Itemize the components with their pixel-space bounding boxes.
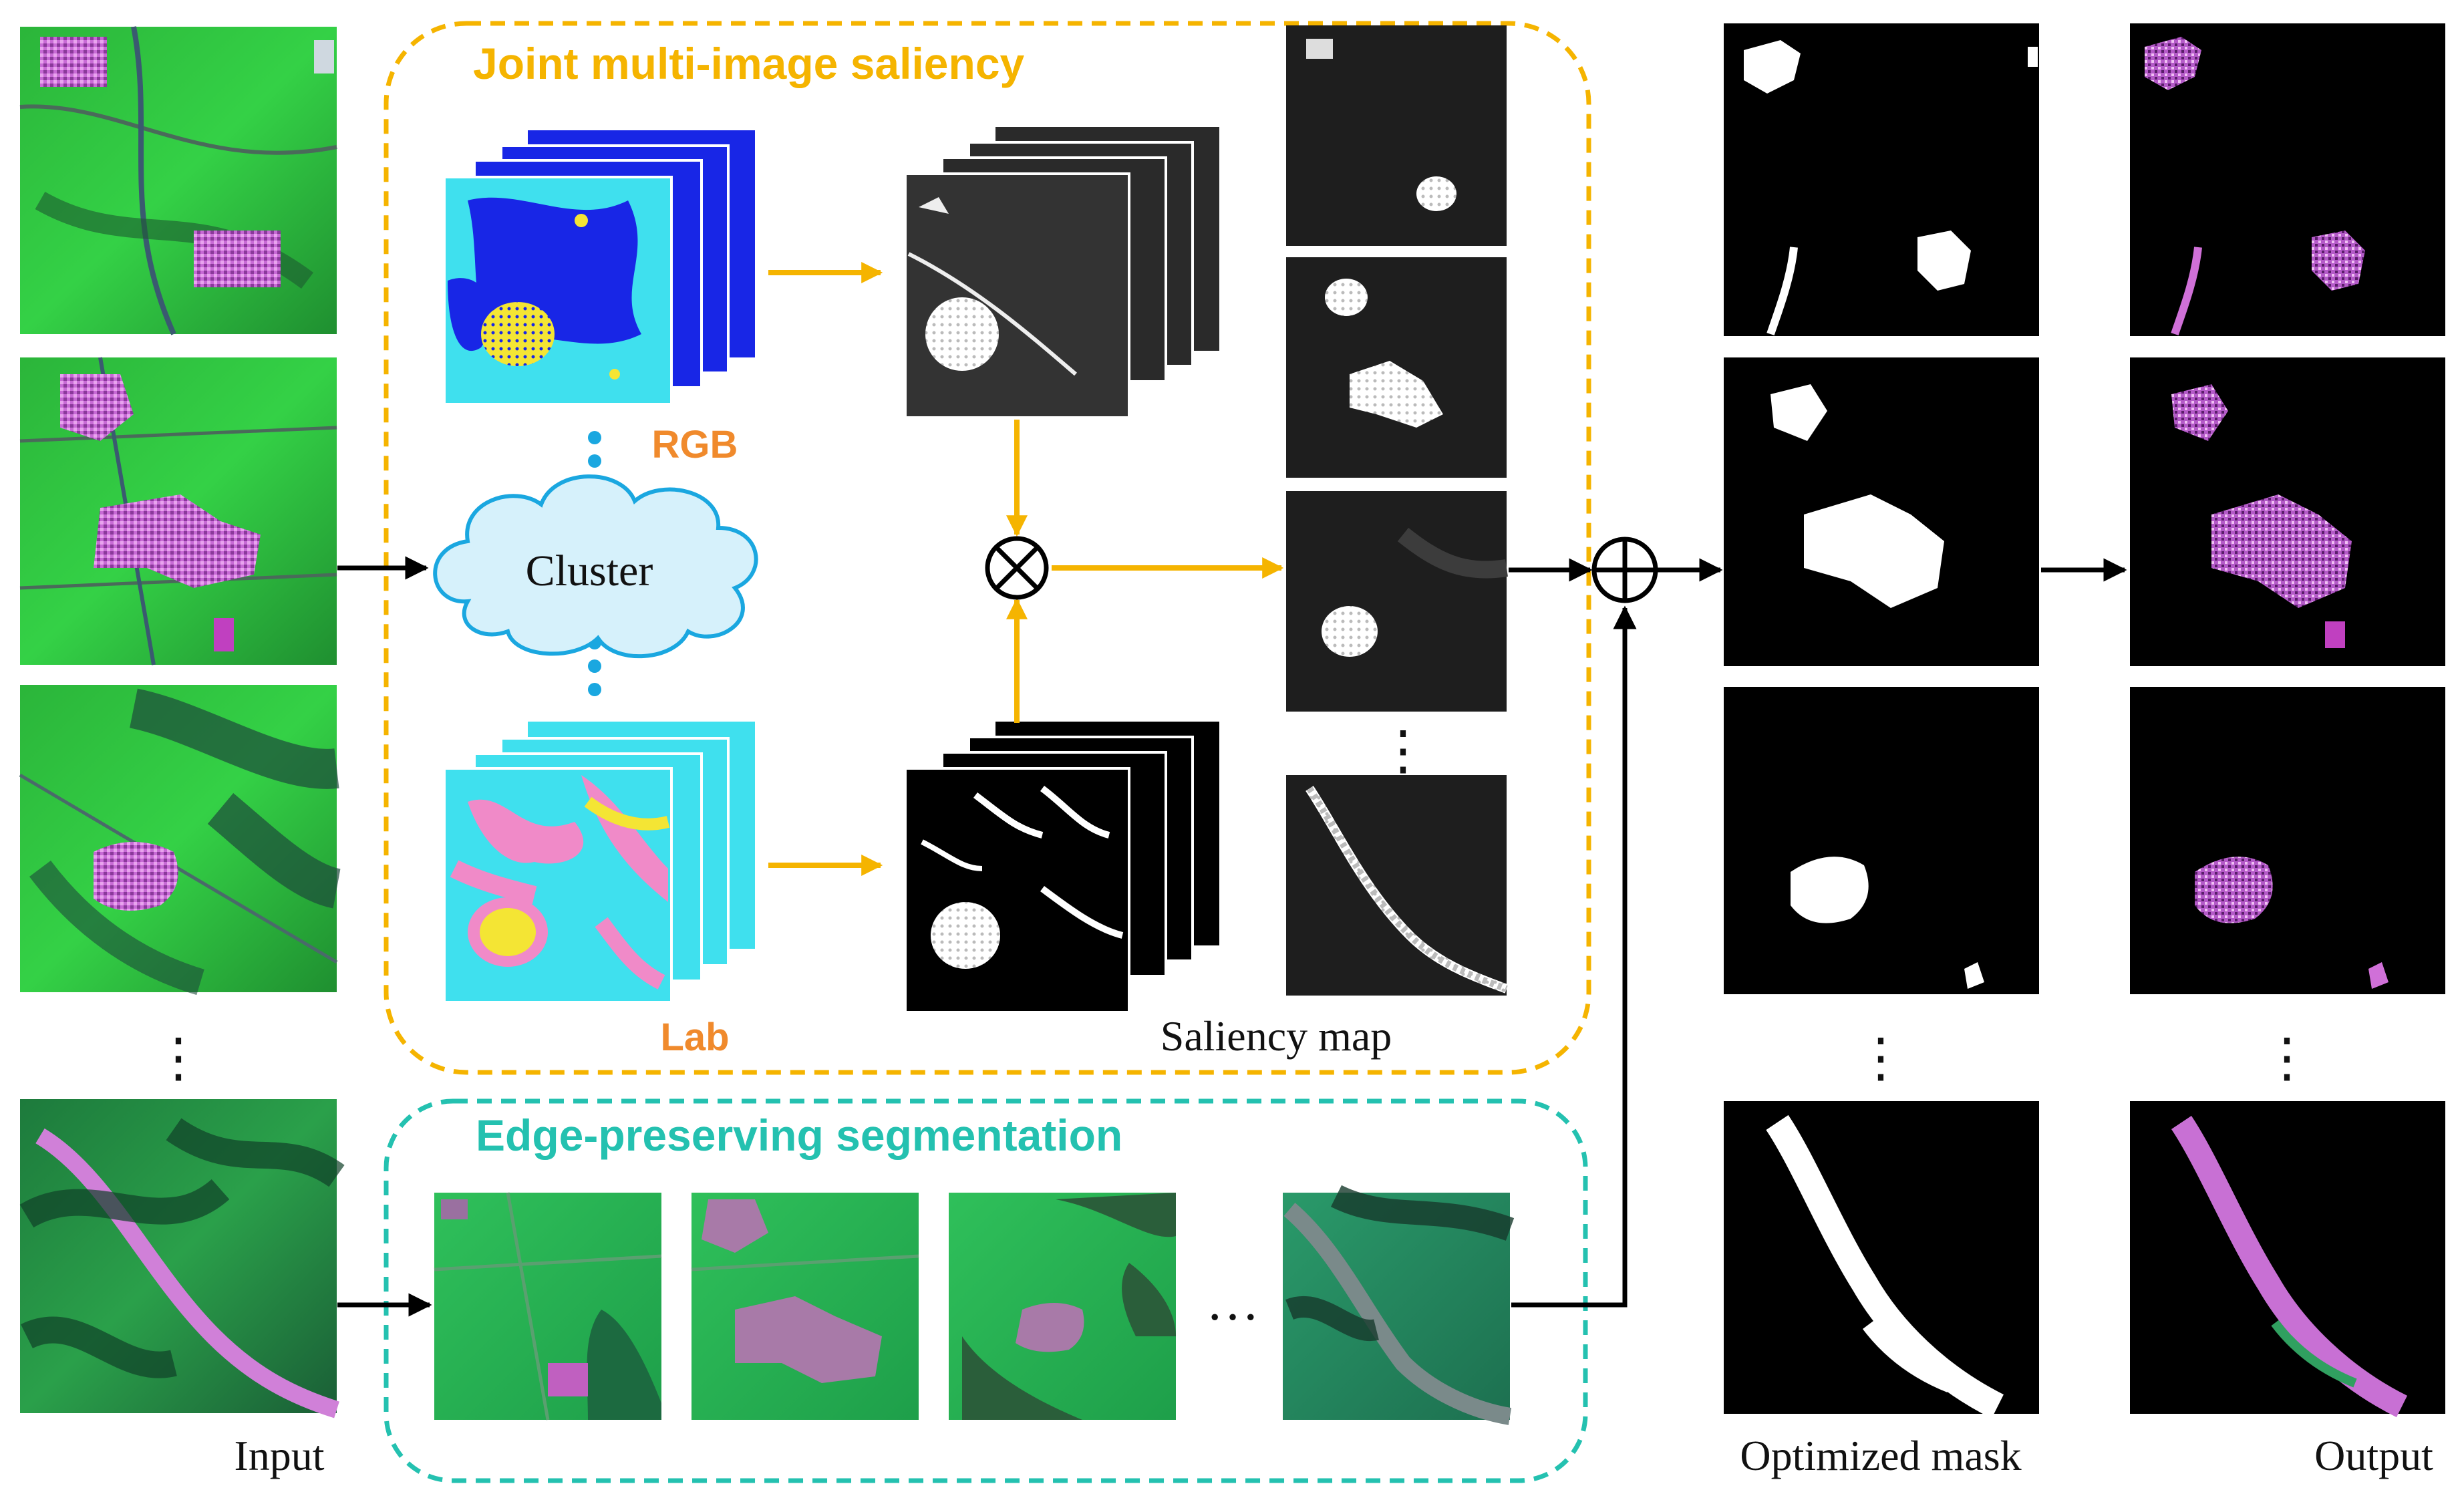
saliency-map-1 bbox=[1286, 25, 1507, 246]
output-1 bbox=[2130, 23, 2445, 336]
mask-more-dots: ⋮ bbox=[1854, 1029, 1907, 1088]
segmentation-image-4 bbox=[1283, 1185, 1515, 1425]
cluster-label: Cluster bbox=[526, 547, 653, 595]
input-column: ⋮ Input bbox=[19, 26, 345, 1479]
saliency-map-3 bbox=[1286, 491, 1507, 712]
input-more-dots: ⋮ bbox=[152, 1029, 205, 1088]
segmentation-panel-border bbox=[383, 1098, 1588, 1483]
add-operator bbox=[1591, 537, 1658, 603]
rgb-saliency-stack bbox=[904, 127, 1219, 419]
saliency-more-dots: ⋮ bbox=[1376, 722, 1430, 780]
output-label: Output bbox=[2314, 1432, 2433, 1479]
mask-4 bbox=[1724, 1101, 2039, 1418]
rgb-cluster-stack bbox=[443, 130, 755, 406]
segmentation-title: Edge-preserving segmentation bbox=[476, 1110, 1122, 1160]
saliency-title: Joint multi-image saliency bbox=[473, 39, 1025, 88]
mask-1 bbox=[1724, 23, 2039, 336]
multiply-operator bbox=[985, 536, 1049, 600]
lab-cluster-stack bbox=[443, 722, 755, 1004]
lab-saliency-stack bbox=[904, 722, 1219, 1014]
saliency-map-column: ⋮ bbox=[1286, 25, 1509, 996]
segmentation-image-3 bbox=[949, 1193, 1176, 1420]
saliency-panel-border bbox=[383, 21, 1591, 1075]
input-image-4 bbox=[19, 1099, 345, 1418]
input-label: Input bbox=[234, 1432, 324, 1479]
output-4 bbox=[2130, 1101, 2445, 1418]
input-image-3 bbox=[19, 685, 341, 996]
segmentation-more-dots: … bbox=[1206, 1273, 1259, 1332]
mask-3 bbox=[1724, 687, 2039, 994]
saliency-map-label: Saliency map bbox=[1161, 1012, 1392, 1060]
output-column: ⋮ Output bbox=[2130, 23, 2445, 1479]
mask-2 bbox=[1724, 357, 2039, 666]
rgb-label: RGB bbox=[652, 423, 738, 466]
output-3 bbox=[2130, 687, 2445, 994]
segmentation-image-1 bbox=[434, 1192, 662, 1420]
optimized-mask-label: Optimized mask bbox=[1740, 1432, 2021, 1479]
output-2 bbox=[2130, 357, 2445, 666]
segmentation-image-2 bbox=[691, 1193, 919, 1420]
lab-label: Lab bbox=[660, 1016, 729, 1059]
saliency-panel: Joint multi-image saliency RGB Clus bbox=[383, 21, 1591, 1075]
optimized-mask-column: ⋮ Optimized mask bbox=[1724, 23, 2039, 1479]
arrow-segmentation-to-add bbox=[1511, 605, 1637, 1308]
output-more-dots: ⋮ bbox=[2260, 1029, 2314, 1088]
cluster-cloud: Cluster bbox=[433, 474, 758, 659]
segmentation-panel: Edge-preserving segmentation … bbox=[383, 1098, 1588, 1483]
input-image-1 bbox=[19, 26, 337, 335]
input-image-2 bbox=[19, 357, 337, 665]
